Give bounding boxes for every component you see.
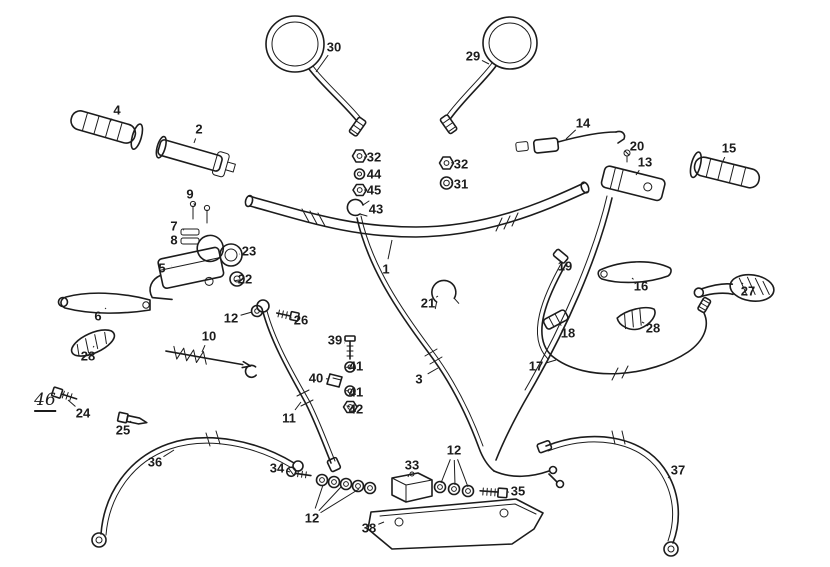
part-label-31-7: 31 (453, 176, 469, 192)
part-label-32-2: 32 (366, 149, 382, 165)
handlebar-drawing (244, 181, 590, 238)
cable-right-drop-drawing (495, 195, 613, 461)
part-label-12-29: 12 (223, 310, 239, 326)
junction-block-drawing (391, 471, 433, 503)
part-label-40-33: 40 (308, 370, 324, 386)
part-label-7-15: 7 (170, 218, 178, 234)
part-label-41-34: 41 (348, 358, 364, 374)
throttle-tube-drawing (155, 135, 236, 178)
lever-27-drawing (693, 273, 775, 302)
part-label-16-23: 16 (633, 278, 649, 294)
bolt-25-drawing (116, 411, 148, 425)
washers-left-drawing (315, 473, 377, 495)
part-label-41-35: 41 (348, 384, 364, 400)
part-label-29-1: 29 (465, 48, 481, 64)
part-label-27-24: 27 (740, 283, 756, 299)
part-label-43-5: 43 (368, 201, 384, 217)
part-label-33-45: 33 (404, 457, 420, 473)
part-label-4-8: 4 (113, 102, 121, 118)
part-label-1-20: 1 (382, 261, 390, 277)
screw-35-drawing (479, 487, 509, 499)
part-label-23-17: 23 (241, 243, 257, 259)
adjuster-18-drawing (542, 309, 569, 330)
part-label-25-41: 25 (115, 422, 131, 438)
part-label-42-36: 42 (348, 401, 364, 417)
rubber-right-drawing (616, 306, 656, 331)
part-label-34-44: 34 (269, 460, 285, 476)
part-label-10-31: 10 (201, 328, 217, 344)
part-label-24-40: 24 (75, 405, 91, 421)
throttle-cable-drawing (356, 215, 565, 489)
nut-31-drawing (439, 176, 454, 190)
part-label-19-22: 19 (557, 258, 573, 274)
washer-44-drawing (353, 168, 366, 180)
clamp-21-drawing (431, 279, 460, 310)
clamp-screws-drawing (189, 200, 211, 224)
switch-14-drawing (515, 130, 631, 163)
bolt-24-drawing (50, 386, 78, 401)
screw-34-drawing (285, 466, 312, 479)
part-label-28-28: 28 (80, 348, 96, 364)
hose-36-drawing (91, 430, 304, 548)
part-label-18-25: 18 (560, 325, 576, 341)
part-label-2-9: 2 (195, 121, 203, 137)
nut-45-drawing (352, 183, 368, 197)
brake-lever-drawing (57, 292, 151, 314)
part-label-39-32: 39 (327, 332, 343, 348)
grip-right-drawing (689, 151, 761, 189)
part-label-44-3: 44 (366, 166, 382, 182)
part-label-35-47: 35 (510, 483, 526, 499)
nut-32-left-drawing (351, 149, 368, 163)
part-label-38-49: 38 (361, 520, 377, 536)
part-label-37-50: 37 (670, 462, 686, 478)
part-label-3-37: 3 (415, 371, 423, 387)
reservoir-cap-drawing (219, 243, 243, 267)
part-label-17-38: 17 (528, 358, 544, 374)
bar-clamp-drawing (180, 228, 200, 245)
part-label-9-14: 9 (186, 186, 194, 202)
part-label-13-12: 13 (637, 154, 653, 170)
washers-right-drawing (433, 480, 475, 498)
reservoir-seal-drawing (229, 271, 245, 287)
grip-left-drawing (70, 110, 144, 150)
bolt-39-drawing (344, 335, 356, 360)
part-label-12-48: 12 (304, 510, 320, 526)
nut-32-right-drawing (438, 156, 455, 170)
part-label-22-19: 22 (237, 271, 253, 287)
part-label-12-46: 12 (446, 442, 462, 458)
spring-kit-drawing (165, 345, 257, 379)
clamp-43-drawing (346, 198, 370, 217)
part-label-26-30: 26 (293, 312, 309, 328)
part-label-32-6: 32 (453, 156, 469, 172)
part-label-28-26: 28 (645, 320, 661, 336)
part-label-5-18: 5 (158, 260, 166, 276)
brake-hose-drawing (256, 299, 342, 473)
part-label-20-11: 20 (629, 138, 645, 154)
part-label-14-10: 14 (575, 115, 591, 131)
part-label-6-27: 6 (94, 308, 102, 324)
part-label-21-21: 21 (420, 295, 436, 311)
part-label-46-39: 46 (34, 390, 56, 412)
part-label-30-0: 30 (326, 39, 342, 55)
banjo-bolt-26-drawing (275, 309, 300, 322)
rubber-left-drawing (70, 329, 116, 357)
part-label-36-43: 36 (147, 454, 163, 470)
part-label-11-42: 11 (282, 410, 296, 426)
part-label-8-16: 8 (170, 232, 178, 248)
mirror-left-drawing (265, 15, 367, 137)
bracket-plate-drawing (367, 498, 544, 550)
clip-40-drawing (326, 373, 343, 388)
mirror-right-drawing (439, 16, 538, 135)
hose-37-drawing (536, 430, 680, 557)
throttle-housing-drawing (600, 165, 666, 202)
part-label-45-4: 45 (366, 182, 382, 198)
clutch-lever-drawing (597, 261, 672, 284)
part-label-15-13: 15 (721, 140, 737, 156)
